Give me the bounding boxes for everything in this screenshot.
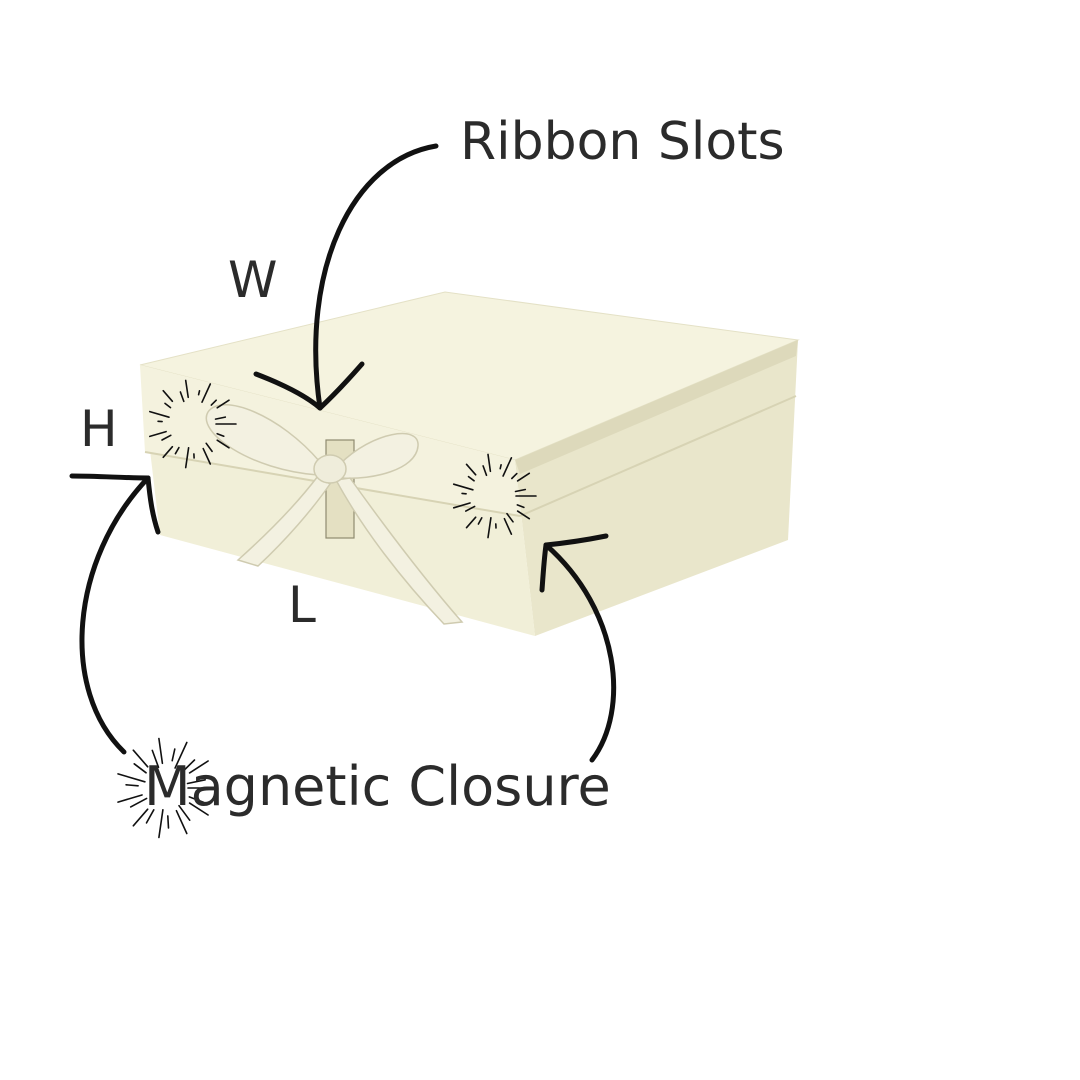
sparkle-ray bbox=[188, 796, 205, 804]
sparkle-ray bbox=[132, 808, 149, 827]
sparkle-ray bbox=[464, 505, 476, 512]
magnetic-closure-right-arrow-icon bbox=[539, 533, 617, 763]
sparkle-ray bbox=[178, 804, 191, 822]
sparkle-ray bbox=[216, 432, 225, 438]
sparkle-ray bbox=[174, 741, 188, 769]
sparkle-ray bbox=[216, 399, 230, 409]
gift-box bbox=[139, 291, 800, 636]
sparkle-ray bbox=[188, 760, 209, 774]
sparkle-ray bbox=[482, 465, 488, 477]
sparkle-ray bbox=[158, 737, 164, 765]
sparkle-ray bbox=[516, 510, 531, 520]
box-right-lid-edge bbox=[515, 340, 798, 474]
sparkle-ray bbox=[188, 802, 209, 816]
sparkle-ray bbox=[151, 749, 160, 769]
sparkle-ray bbox=[210, 399, 217, 406]
sparkle-ray bbox=[117, 794, 143, 803]
sparkle-ray bbox=[149, 430, 167, 438]
magnetic-closure-label: Magnetic Closure bbox=[144, 755, 611, 818]
sparkle-ray bbox=[216, 439, 230, 449]
sparkle-ray bbox=[477, 516, 483, 525]
sparkle-ray bbox=[487, 516, 492, 539]
sparkle-ray bbox=[129, 797, 148, 808]
sparkle-ray bbox=[162, 389, 174, 403]
sparkle-ray bbox=[179, 391, 185, 403]
sparkle-ray bbox=[183, 759, 196, 772]
width-dimension-label: W bbox=[228, 251, 278, 309]
sparkle-ray bbox=[145, 808, 155, 824]
sparkle-ray bbox=[467, 475, 475, 482]
sparkle-ray bbox=[510, 472, 518, 480]
sparkle-ray bbox=[162, 445, 174, 459]
sparkle-ray bbox=[171, 748, 176, 762]
height-dimension-label: H bbox=[80, 400, 118, 458]
sparkle-ray bbox=[465, 516, 477, 529]
sparkle-ray bbox=[167, 815, 170, 829]
sparkle-ray bbox=[452, 483, 474, 491]
sparkle-ray bbox=[197, 389, 201, 396]
arrows bbox=[69, 143, 617, 763]
magnetic-closure-left-arrow-icon bbox=[69, 473, 161, 755]
sparkle-ray bbox=[214, 416, 227, 420]
sparkle-ray bbox=[516, 504, 525, 509]
sparkle-ray bbox=[205, 442, 213, 453]
ribbon-slots-arrow-icon bbox=[253, 143, 439, 411]
sparkle-ray bbox=[506, 512, 514, 523]
sparkle-ray bbox=[133, 762, 147, 774]
ribbon-slots-label: Ribbon Slots bbox=[460, 112, 785, 172]
sparkle-ray bbox=[452, 502, 471, 509]
sparkle-ray bbox=[514, 488, 527, 493]
sparkle-ray bbox=[503, 517, 513, 536]
sparkle-ray bbox=[174, 446, 180, 455]
sparkle-ray bbox=[201, 383, 212, 404]
sparkle-ray bbox=[184, 379, 189, 399]
sparkle-ray bbox=[132, 749, 149, 768]
box-right-side bbox=[515, 340, 798, 636]
sparkle-ray bbox=[499, 463, 502, 470]
sparkle-ray bbox=[516, 472, 531, 482]
sparkle-ray bbox=[175, 809, 188, 835]
sparkle-burst-icon bbox=[452, 453, 537, 539]
sparkle-ray bbox=[158, 808, 164, 839]
sparkle-ray bbox=[186, 778, 206, 785]
sparkle-ray bbox=[465, 463, 477, 476]
length-dimension-label: L bbox=[288, 576, 316, 634]
sparkle-ray bbox=[149, 410, 170, 419]
sparkle-ray bbox=[117, 773, 146, 783]
sparkle-burst-icon bbox=[149, 379, 237, 469]
sparkle-burst-icon bbox=[117, 737, 217, 839]
sparkle-ray bbox=[161, 434, 172, 441]
sparkle-ray bbox=[184, 446, 190, 469]
sparkle-ray bbox=[502, 456, 513, 477]
sparkle-ray bbox=[487, 453, 492, 473]
ribbon-bow bbox=[205, 404, 464, 625]
sparkle-ray bbox=[164, 402, 172, 409]
sparkle-ray bbox=[125, 783, 139, 787]
sparkle-ray bbox=[202, 447, 212, 465]
